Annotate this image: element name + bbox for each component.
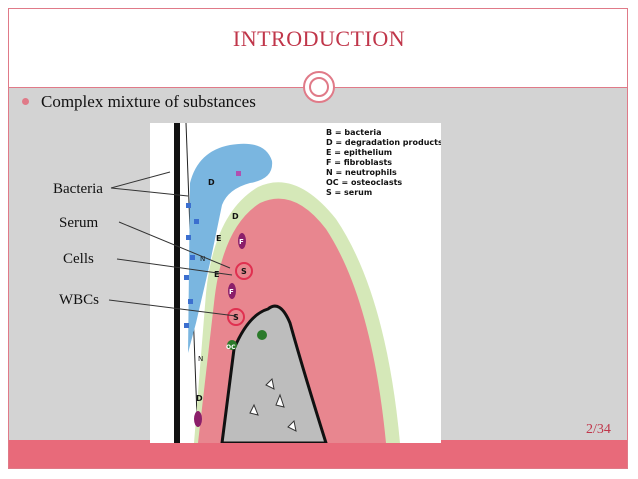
- bullet-text: Complex mixture of substances: [41, 92, 256, 111]
- label-degradation: D: [208, 178, 215, 187]
- bacteria-mark: [184, 323, 189, 328]
- label-neutrophil: N: [198, 355, 203, 363]
- leader-line: [110, 171, 171, 189]
- legend-entry: F = fibroblasts: [326, 158, 392, 167]
- plaque-area: [188, 143, 273, 353]
- legend-entry: N = neutrophils: [326, 168, 397, 177]
- serum-mark: [227, 308, 245, 326]
- tooth-surface: [174, 123, 180, 443]
- legend-entry: E = epithelium: [326, 148, 392, 157]
- gingival-crevice-diagram: D D E E S S F F N N OC D B = bacteria D …: [150, 123, 441, 443]
- serum-mark: [235, 262, 253, 280]
- label-serum: S: [233, 313, 239, 322]
- label-serum: S: [241, 267, 247, 276]
- bacteria-mark: [186, 203, 191, 208]
- fibroblast-mark: [238, 233, 246, 249]
- diagram-legend: B = bacteria D = degradation products E …: [326, 128, 441, 197]
- osteoclast-mark: [227, 340, 237, 350]
- bullet-item: Complex mixture of substances: [22, 92, 256, 112]
- legend-entry: D = degradation products: [326, 138, 441, 147]
- bacteria-mark: [184, 275, 189, 280]
- callout-serum: Serum: [59, 215, 99, 231]
- label-epithelium: E: [216, 234, 221, 243]
- callout-bacteria: Bacteria: [53, 181, 103, 197]
- callout-cells: Cells: [63, 251, 94, 267]
- label-fibroblast: F: [229, 288, 234, 296]
- fibroblast-mark: [194, 411, 202, 427]
- bacteria-mark: [188, 299, 193, 304]
- osteoclast-mark: [257, 330, 267, 340]
- bacteria-mark: [190, 255, 195, 260]
- alveolar-bone: [220, 304, 328, 443]
- callout-wbcs: WBCs: [59, 292, 100, 308]
- footer-band: [9, 440, 627, 468]
- leader-line: [116, 258, 233, 276]
- leader-line: [108, 299, 237, 317]
- bullet-dot-icon: [22, 97, 29, 105]
- bone-fragment: [249, 403, 259, 416]
- label-degradation: D: [196, 394, 203, 403]
- slide-title: INTRODUCTION: [232, 26, 406, 51]
- legend-entry: OC = osteoclasts: [326, 178, 402, 187]
- bone-fragment: [287, 419, 297, 432]
- label-degradation: D: [232, 212, 239, 221]
- leader-line: [118, 221, 231, 269]
- circle-ornament-icon: [303, 71, 335, 103]
- label-fibroblast: F: [239, 238, 244, 246]
- label-osteoclast: OC: [226, 344, 236, 351]
- label-epithelium: E: [214, 270, 219, 279]
- bacteria-mark: [186, 235, 191, 240]
- legend-entry: B = bacteria: [326, 128, 382, 137]
- fibroblast-mark: [228, 283, 236, 299]
- leader-line: [110, 187, 189, 197]
- bone-fragment: [275, 393, 285, 408]
- bone-fragment: [265, 377, 275, 390]
- bacteria-mark: [194, 219, 199, 224]
- bacteria-mark: [236, 171, 241, 176]
- label-neutrophil: N: [200, 255, 205, 263]
- legend-entry: S = serum: [326, 188, 372, 197]
- page-number: 2/34: [586, 422, 611, 437]
